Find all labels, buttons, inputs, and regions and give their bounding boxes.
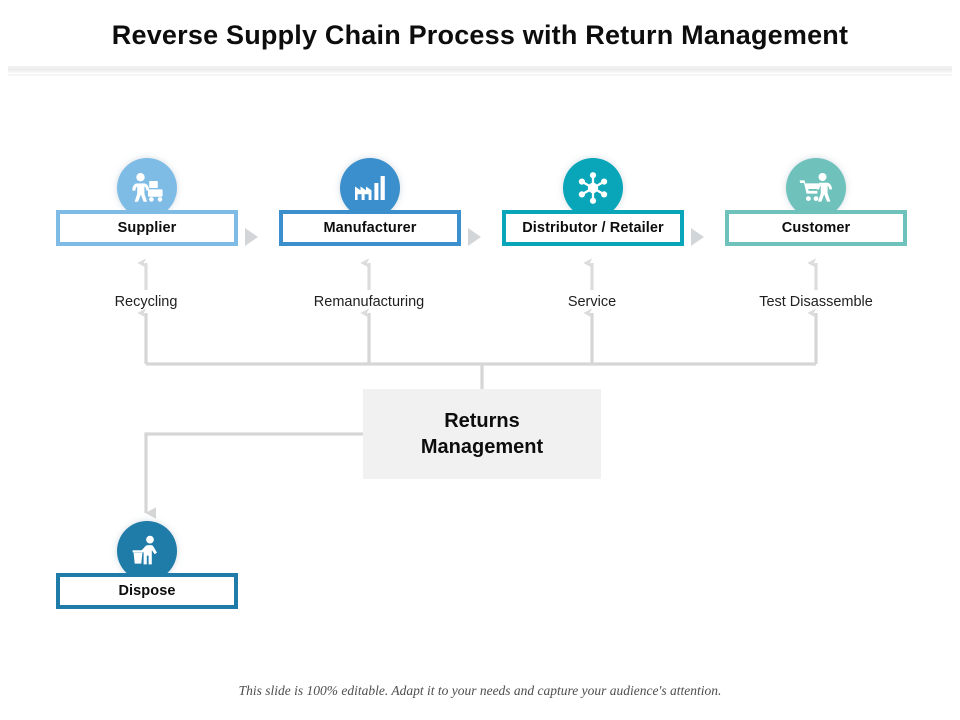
stage-arrow-manufacturer-to-distributor [468, 228, 481, 246]
supplier-label-box[interactable]: Supplier [56, 210, 238, 246]
loop-label-service: Service [567, 294, 617, 310]
person-throwing-trash-icon [117, 521, 177, 581]
footer-note: This slide is 100% editable. Adapt it to… [238, 683, 722, 698]
stage-arrow-distributor-to-customer [691, 228, 704, 246]
manufacturer-label: Manufacturer [323, 220, 417, 236]
customer-label-box[interactable]: Customer [725, 210, 907, 246]
network-hub-icon [563, 158, 623, 218]
returns-management-box[interactable]: Returns Management [363, 389, 601, 479]
dispose-label: Dispose [118, 583, 176, 599]
returns-to-dispose-connector [144, 432, 363, 519]
loop-label-recycling: Recycling [114, 294, 178, 310]
manufacturer-label-box[interactable]: Manufacturer [279, 210, 461, 246]
loop-label-test-disassemble: Test Disassemble [759, 294, 873, 310]
supplier-label: Supplier [117, 220, 177, 236]
node-distributor-retailer[interactable]: Distributor / Retailer [502, 158, 684, 246]
loop-label-remanufacturing: Remanufacturing [313, 294, 425, 310]
customer-shopping-cart-icon [786, 158, 846, 218]
returns-management-label-line-1: Returns [444, 409, 520, 432]
returns-management-label: Returns Management [421, 408, 543, 461]
title-divider-secondary [8, 74, 952, 76]
customer-label: Customer [781, 220, 851, 236]
worker-pushing-handtruck-icon [117, 158, 177, 218]
returns-management-label-line-2: Management [420, 436, 544, 458]
page-title: Reverse Supply Chain Process with Return… [111, 20, 849, 50]
node-dispose[interactable]: Dispose [56, 521, 238, 609]
dispose-label-box[interactable]: Dispose [56, 573, 238, 609]
node-manufacturer[interactable]: Manufacturer [279, 158, 461, 246]
distributor-retailer-label: Distributor / Retailer [522, 220, 664, 236]
node-customer[interactable]: Customer [725, 158, 907, 246]
factory-icon [340, 158, 400, 218]
title-divider [8, 66, 952, 73]
distributor-retailer-label-box[interactable]: Distributor / Retailer [502, 210, 684, 246]
node-supplier[interactable]: Supplier [56, 158, 238, 246]
stage-arrow-supplier-to-manufacturer [245, 228, 258, 246]
